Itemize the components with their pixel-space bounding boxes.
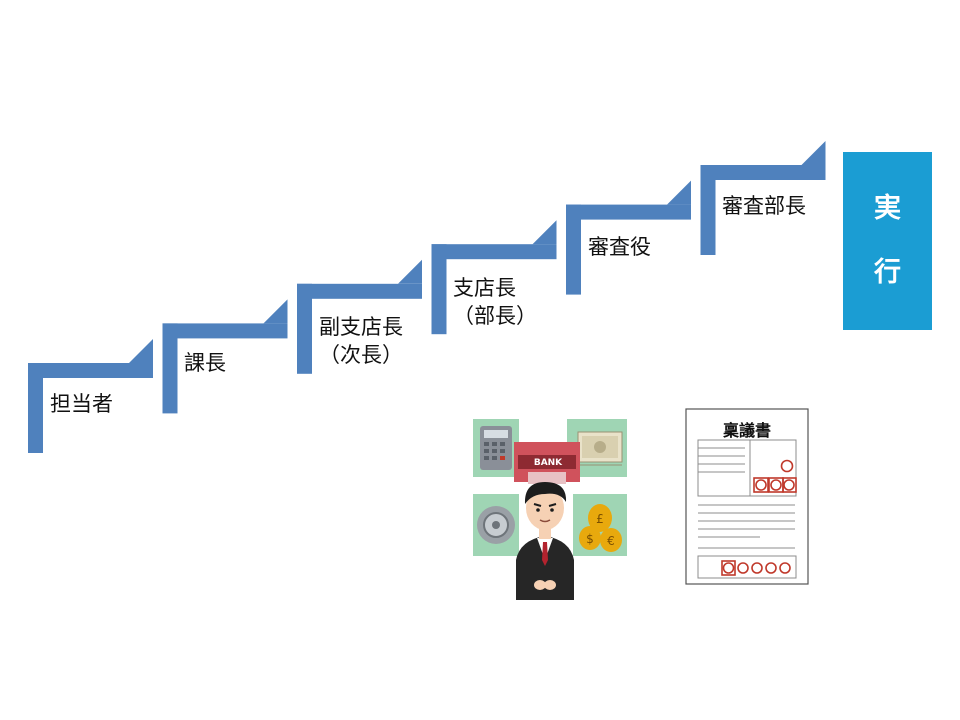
money-bags-icon: £ $ € — [579, 504, 622, 552]
seal-stamps — [721, 459, 797, 576]
approval-steps — [28, 141, 826, 453]
document-title: 稟議書 — [722, 421, 771, 440]
execution-char-1: 実 — [874, 193, 901, 224]
step-bar-horizontal — [700, 165, 826, 180]
step-bar-vertical — [162, 323, 178, 414]
step-corner-triangle — [667, 180, 691, 205]
step-bar-horizontal — [297, 283, 422, 299]
step-label-shitenchou: 支店長 （部長） — [453, 276, 537, 328]
step-shape — [162, 299, 288, 414]
step-label-tantousha: 担当者 — [50, 392, 113, 416]
step-bar-horizontal — [28, 363, 153, 378]
step-bar-vertical — [28, 363, 43, 453]
step-label-shinsabuchou: 審査部長 — [722, 194, 806, 218]
bank-building-icon — [514, 442, 580, 484]
execution-char-2: 行 — [874, 257, 901, 288]
step-label-kachou: 課長 — [184, 351, 226, 375]
calculator-icon — [480, 426, 512, 470]
vault-icon — [477, 506, 515, 544]
step-shape — [566, 180, 691, 295]
step-shape — [297, 259, 422, 374]
step-bar-vertical — [431, 244, 447, 335]
step-label-shinsayaku: 審査役 — [588, 235, 651, 259]
step-corner-triangle — [398, 259, 422, 284]
step-shape — [28, 339, 153, 453]
step-label-fukushitenchou: 副支店長 （次長） — [319, 315, 403, 367]
svg-text:€: € — [607, 534, 615, 548]
step-bar-vertical — [700, 165, 716, 255]
step-bar-vertical — [566, 204, 581, 295]
banker-illustration: £ $ € — [473, 419, 627, 600]
step-shape — [431, 220, 557, 335]
svg-text:£: £ — [596, 512, 604, 526]
step-bar-vertical — [297, 283, 312, 374]
step-corner-triangle — [801, 141, 826, 165]
step-corner-triangle — [129, 339, 153, 363]
execution-label: 実 行 — [843, 152, 932, 330]
step-bar-horizontal — [431, 244, 557, 260]
step-bar-horizontal — [566, 204, 691, 220]
step-bar-horizontal — [162, 323, 288, 339]
svg-text:$: $ — [586, 532, 594, 546]
banker-person-icon — [516, 482, 574, 600]
bank-sign-text: BANK — [533, 458, 563, 468]
cash-stack-icon — [577, 431, 623, 466]
step-corner-triangle — [532, 220, 557, 245]
step-corner-triangle — [263, 299, 288, 324]
execution-box — [843, 152, 932, 330]
step-shape — [700, 141, 826, 255]
ringi-document-icon — [685, 408, 809, 585]
